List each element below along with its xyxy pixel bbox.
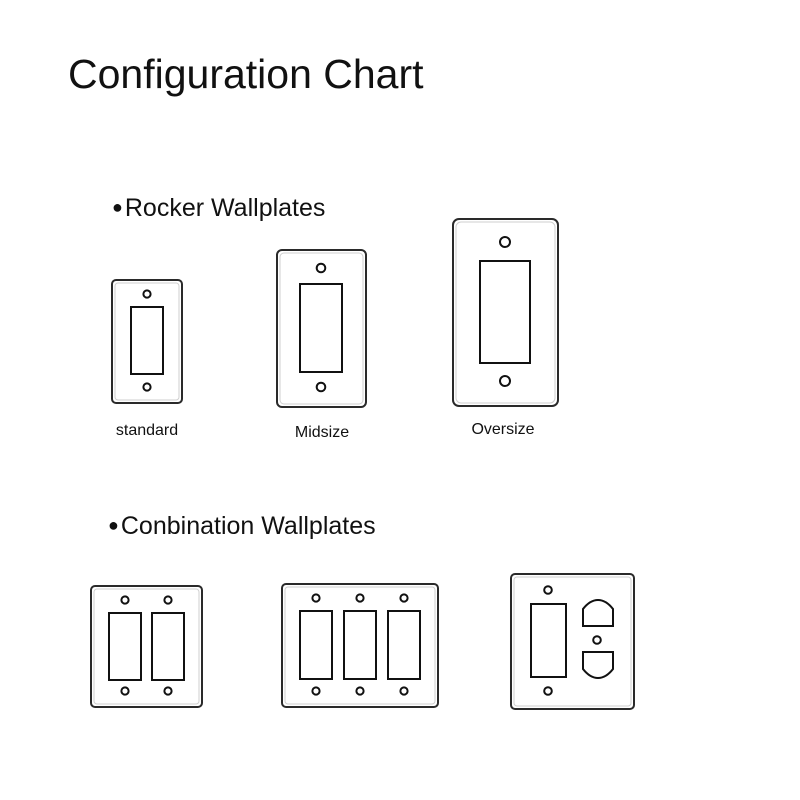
screw-hole-icon: [163, 595, 173, 605]
screw-hole-icon: [315, 262, 327, 274]
page-title: Configuration Chart: [68, 51, 424, 97]
rocker-opening: [108, 612, 142, 681]
screw-hole-icon: [543, 686, 553, 696]
outlet-receptacle-upper: [582, 598, 614, 627]
bullet-icon: ●: [108, 515, 119, 535]
plate-label-midsize: Midsize: [294, 424, 350, 441]
rocker-opening: [151, 612, 185, 681]
screw-hole-icon: [592, 635, 602, 645]
two-gang-rocker-wallplate: [90, 585, 203, 708]
three-gang-rocker-wallplate: [281, 583, 439, 708]
rocker-wallplates-heading-text: Rocker Wallplates: [124, 194, 326, 222]
rocker-opening: [299, 283, 343, 373]
screw-hole-icon: [311, 686, 321, 696]
outlet-receptacle-lower: [582, 651, 614, 680]
screw-hole-icon: [142, 382, 152, 392]
rocker-opening: [387, 610, 421, 680]
plate-label-oversize: Oversize: [471, 421, 535, 438]
screw-hole-icon: [142, 289, 152, 299]
standard-rocker-wallplate: [111, 279, 183, 404]
combination-wallplates-heading-text: Conbination Wallplates: [120, 512, 376, 540]
screw-hole-icon: [355, 593, 365, 603]
rocker-wallplates-heading: ●Rocker Wallplates: [112, 192, 325, 223]
screw-hole-icon: [499, 375, 511, 387]
screw-hole-icon: [163, 686, 173, 696]
rocker-opening: [479, 260, 531, 364]
screw-hole-icon: [120, 686, 130, 696]
rocker-opening: [299, 610, 333, 680]
rocker-duplex-outlet-wallplate: [510, 573, 635, 710]
screw-hole-icon: [355, 686, 365, 696]
oversize-rocker-wallplate: [452, 218, 559, 407]
rocker-opening: [343, 610, 377, 680]
midsize-rocker-wallplate: [276, 249, 367, 408]
screw-hole-icon: [399, 686, 409, 696]
combination-wallplates-heading: ●Conbination Wallplates: [108, 510, 376, 541]
screw-hole-icon: [543, 585, 553, 595]
plate-label-standard: standard: [115, 422, 179, 439]
screw-hole-icon: [311, 593, 321, 603]
rocker-opening: [130, 306, 164, 375]
bullet-icon: ●: [112, 197, 123, 217]
screw-hole-icon: [399, 593, 409, 603]
screw-hole-icon: [315, 381, 327, 393]
screw-hole-icon: [120, 595, 130, 605]
rocker-opening: [530, 603, 567, 678]
screw-hole-icon: [499, 236, 511, 248]
